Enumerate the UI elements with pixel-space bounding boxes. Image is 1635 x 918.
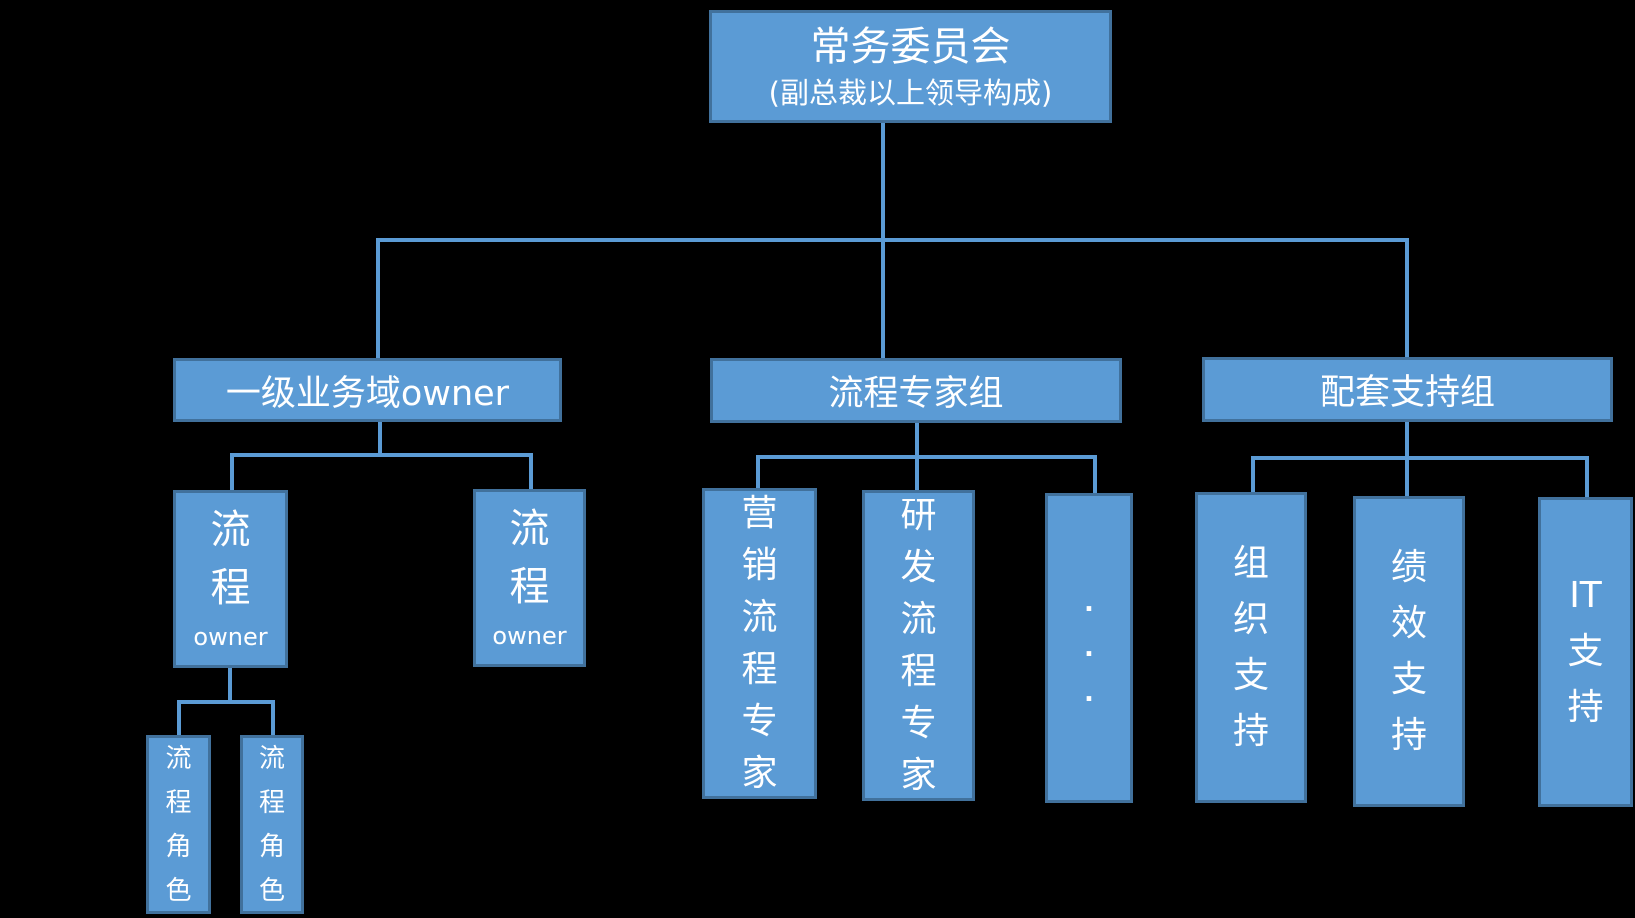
process-owner-2-line: 流 bbox=[509, 506, 550, 552]
performance-support-line: 效 bbox=[1390, 602, 1427, 644]
connector-drop-role2 bbox=[271, 700, 275, 737]
marketing-expert-line: 家 bbox=[741, 752, 778, 794]
it-support-line: 持 bbox=[1567, 687, 1604, 728]
node-process-role-1: 流 程 角 色 bbox=[146, 735, 211, 914]
rnd-expert-line: 专 bbox=[900, 702, 937, 744]
node-process-owner-1: 流 程 owner bbox=[173, 490, 288, 668]
connector-drop-expert bbox=[881, 238, 885, 360]
ellipsis-dot: . bbox=[1084, 677, 1094, 708]
node-supporting-group: 配套支持组 bbox=[1202, 357, 1613, 422]
process-owner-2-line: owner bbox=[492, 622, 567, 650]
process-role-1-line: 色 bbox=[165, 875, 192, 906]
process-owner-2-line: 程 bbox=[509, 564, 550, 610]
connector-expert-horizontal bbox=[756, 455, 1097, 459]
connector-drop-support bbox=[1405, 238, 1409, 359]
node-it-support: IT 支 持 bbox=[1538, 497, 1633, 807]
process-role-1-line: 程 bbox=[165, 787, 192, 818]
connector-drop-role1 bbox=[177, 700, 181, 737]
rnd-expert-line: 家 bbox=[900, 754, 937, 796]
business-domain-owner-label: 一级业务域owner bbox=[225, 373, 510, 414]
node-organization-support: 组 织 支 持 bbox=[1195, 492, 1307, 803]
organization-support-line: 织 bbox=[1232, 598, 1269, 640]
node-process-owner-2: 流 程 owner bbox=[473, 489, 586, 667]
organization-support-line: 持 bbox=[1232, 710, 1269, 752]
node-business-domain-owner: 一级业务域owner bbox=[173, 358, 562, 422]
process-role-2-line: 角 bbox=[258, 831, 285, 862]
it-support-line: 支 bbox=[1567, 631, 1604, 672]
organization-support-line: 组 bbox=[1232, 542, 1269, 584]
process-role-2-line: 程 bbox=[258, 787, 285, 818]
standing-committee-title: 常务委员会 bbox=[810, 23, 1011, 70]
marketing-expert-line: 营 bbox=[741, 492, 778, 534]
it-support-line: IT bbox=[1569, 575, 1602, 616]
rnd-expert-line: 程 bbox=[900, 650, 937, 692]
connector-drop-marketing bbox=[756, 455, 760, 490]
marketing-expert-line: 专 bbox=[741, 700, 778, 742]
performance-support-line: 持 bbox=[1390, 714, 1427, 756]
rnd-expert-line: 流 bbox=[900, 598, 937, 640]
node-process-role-2: 流 程 角 色 bbox=[240, 735, 304, 914]
ellipsis-dot: . bbox=[1084, 587, 1094, 618]
connector-main-horizontal bbox=[376, 238, 1409, 242]
connector-expert-trunk bbox=[915, 423, 919, 459]
connector-owner1-horizontal bbox=[177, 700, 275, 704]
supporting-group-label: 配套支持组 bbox=[1319, 373, 1495, 413]
connector-business-horizontal bbox=[230, 453, 533, 457]
node-ellipsis: . . . bbox=[1045, 493, 1133, 803]
connector-drop-it bbox=[1585, 456, 1589, 499]
process-role-1-line: 角 bbox=[165, 831, 192, 862]
node-rnd-process-expert: 研 发 流 程 专 家 bbox=[862, 490, 975, 801]
standing-committee-subtitle: (副总裁以上领导构成) bbox=[768, 75, 1053, 110]
rnd-expert-line: 研 bbox=[900, 494, 937, 536]
connector-support-horizontal bbox=[1251, 456, 1589, 460]
process-owner-1-line: 流 bbox=[210, 507, 251, 553]
process-expert-group-label: 流程专家组 bbox=[828, 374, 1004, 414]
connector-support-trunk bbox=[1405, 422, 1409, 460]
connector-drop-owner2 bbox=[529, 453, 533, 491]
marketing-expert-line: 程 bbox=[741, 648, 778, 690]
connector-drop-performance bbox=[1405, 456, 1409, 498]
node-marketing-process-expert: 营 销 流 程 专 家 bbox=[702, 488, 817, 799]
node-standing-committee: 常务委员会 (副总裁以上领导构成) bbox=[709, 10, 1112, 123]
connector-business-trunk bbox=[378, 421, 382, 457]
marketing-expert-line: 销 bbox=[741, 544, 778, 586]
process-role-1-line: 流 bbox=[165, 743, 192, 774]
connector-drop-business bbox=[376, 238, 380, 360]
performance-support-line: 支 bbox=[1390, 658, 1427, 700]
connector-drop-rnd bbox=[915, 455, 919, 492]
process-role-2-line: 流 bbox=[258, 743, 285, 774]
connector-root-trunk bbox=[881, 123, 885, 242]
process-owner-1-line: 程 bbox=[210, 565, 251, 611]
ellipsis-dot: . bbox=[1084, 632, 1094, 663]
process-owner-1-line: owner bbox=[193, 623, 268, 651]
connector-drop-org bbox=[1251, 456, 1255, 494]
node-process-expert-group: 流程专家组 bbox=[710, 358, 1122, 423]
rnd-expert-line: 发 bbox=[900, 546, 937, 588]
connector-owner1-trunk bbox=[228, 668, 232, 704]
process-role-2-line: 色 bbox=[258, 875, 285, 906]
connector-drop-owner1 bbox=[230, 453, 234, 492]
organization-support-line: 支 bbox=[1232, 654, 1269, 696]
performance-support-line: 绩 bbox=[1390, 546, 1427, 588]
node-performance-support: 绩 效 支 持 bbox=[1353, 496, 1465, 807]
marketing-expert-line: 流 bbox=[741, 596, 778, 638]
connector-drop-ellipsis bbox=[1093, 455, 1097, 495]
